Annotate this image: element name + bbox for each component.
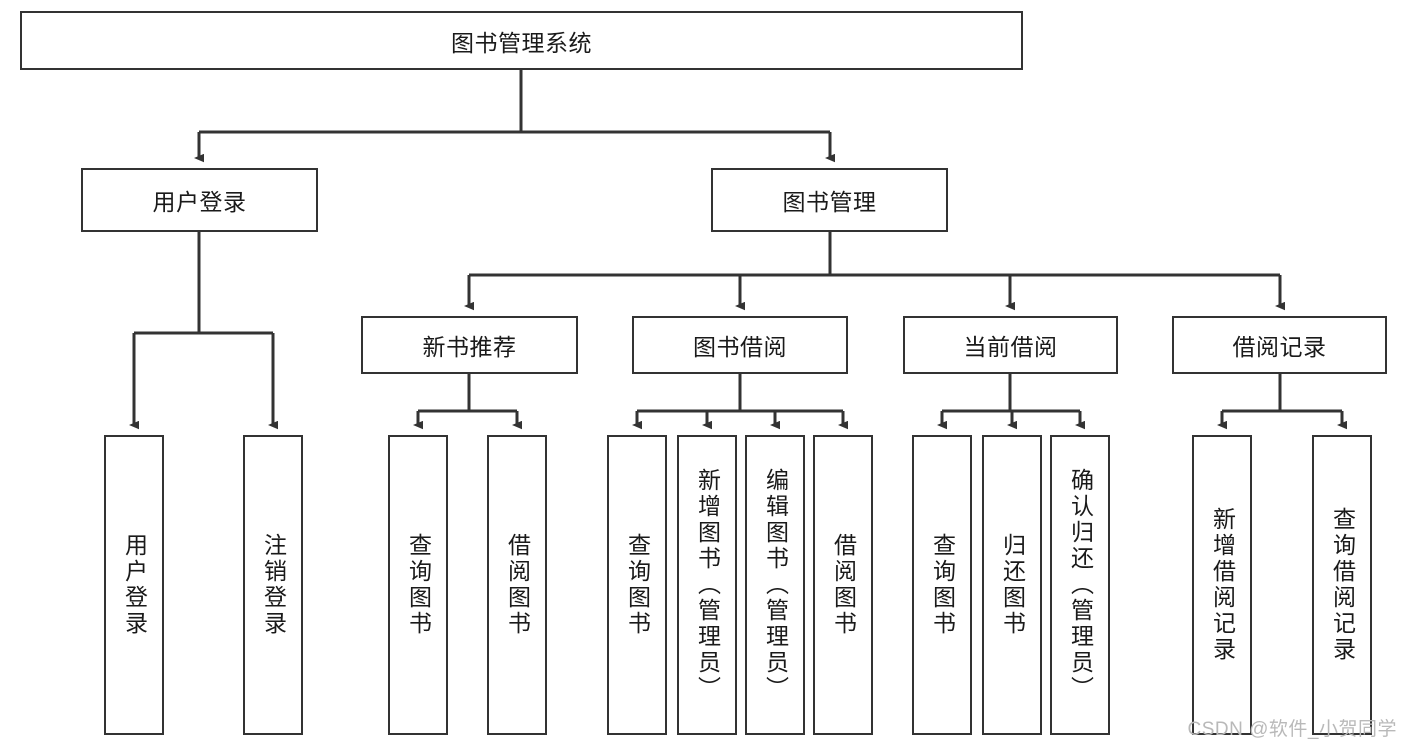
node-label: 查询图书 — [624, 533, 651, 637]
node-leaf-add-book[interactable]: 新增图书（管理员） — [677, 435, 737, 735]
node-current-borrow[interactable]: 当前借阅 — [903, 316, 1118, 374]
node-label: 注销登录 — [260, 533, 287, 637]
node-leaf-user-login[interactable]: 用户登录 — [104, 435, 164, 735]
node-label: 借阅图书 — [830, 533, 857, 637]
node-label: 查询图书 — [929, 533, 956, 637]
node-leaf-query-book-1[interactable]: 查询图书 — [388, 435, 448, 735]
node-label: 新书推荐 — [422, 334, 517, 360]
node-leaf-user-logout[interactable]: 注销登录 — [243, 435, 303, 735]
node-label: 图书管理 — [782, 189, 877, 215]
node-new-book-recommend[interactable]: 新书推荐 — [361, 316, 578, 374]
node-leaf-query-book-2[interactable]: 查询图书 — [607, 435, 667, 735]
node-label: 用户登录 — [121, 533, 148, 637]
node-book-borrow[interactable]: 图书借阅 — [632, 316, 848, 374]
watermark-text: CSDN @软件_小贺同学 — [1187, 719, 1397, 740]
node-leaf-edit-book[interactable]: 编辑图书（管理员） — [745, 435, 805, 735]
node-label: 图书借阅 — [693, 334, 787, 360]
node-label: 图书管理系统 — [451, 29, 592, 56]
node-leaf-borrow-book-2[interactable]: 借阅图书 — [813, 435, 873, 735]
node-label: 新增借阅记录 — [1209, 507, 1236, 663]
node-leaf-confirm-return[interactable]: 确认归还（管理员） — [1050, 435, 1110, 735]
node-label: 编辑图书（管理员） — [762, 468, 789, 702]
node-leaf-add-record[interactable]: 新增借阅记录 — [1192, 435, 1252, 735]
node-book-manage[interactable]: 图书管理 — [711, 168, 948, 232]
node-root-system[interactable]: 图书管理系统 — [20, 11, 1023, 70]
node-label: 新增图书（管理员） — [694, 468, 721, 702]
node-label: 借阅记录 — [1232, 334, 1327, 360]
node-label: 借阅图书 — [504, 533, 531, 637]
node-label: 用户登录 — [152, 189, 247, 215]
node-leaf-query-book-3[interactable]: 查询图书 — [912, 435, 972, 735]
node-label: 查询借阅记录 — [1329, 507, 1356, 663]
node-user-login[interactable]: 用户登录 — [81, 168, 318, 232]
node-label: 查询图书 — [405, 533, 432, 637]
node-leaf-return-book[interactable]: 归还图书 — [982, 435, 1042, 735]
node-leaf-borrow-book-1[interactable]: 借阅图书 — [487, 435, 547, 735]
node-label: 确认归还（管理员） — [1067, 468, 1094, 702]
node-label: 当前借阅 — [963, 334, 1058, 360]
node-leaf-query-record[interactable]: 查询借阅记录 — [1312, 435, 1372, 735]
node-label: 归还图书 — [999, 533, 1026, 637]
node-borrow-record[interactable]: 借阅记录 — [1172, 316, 1387, 374]
